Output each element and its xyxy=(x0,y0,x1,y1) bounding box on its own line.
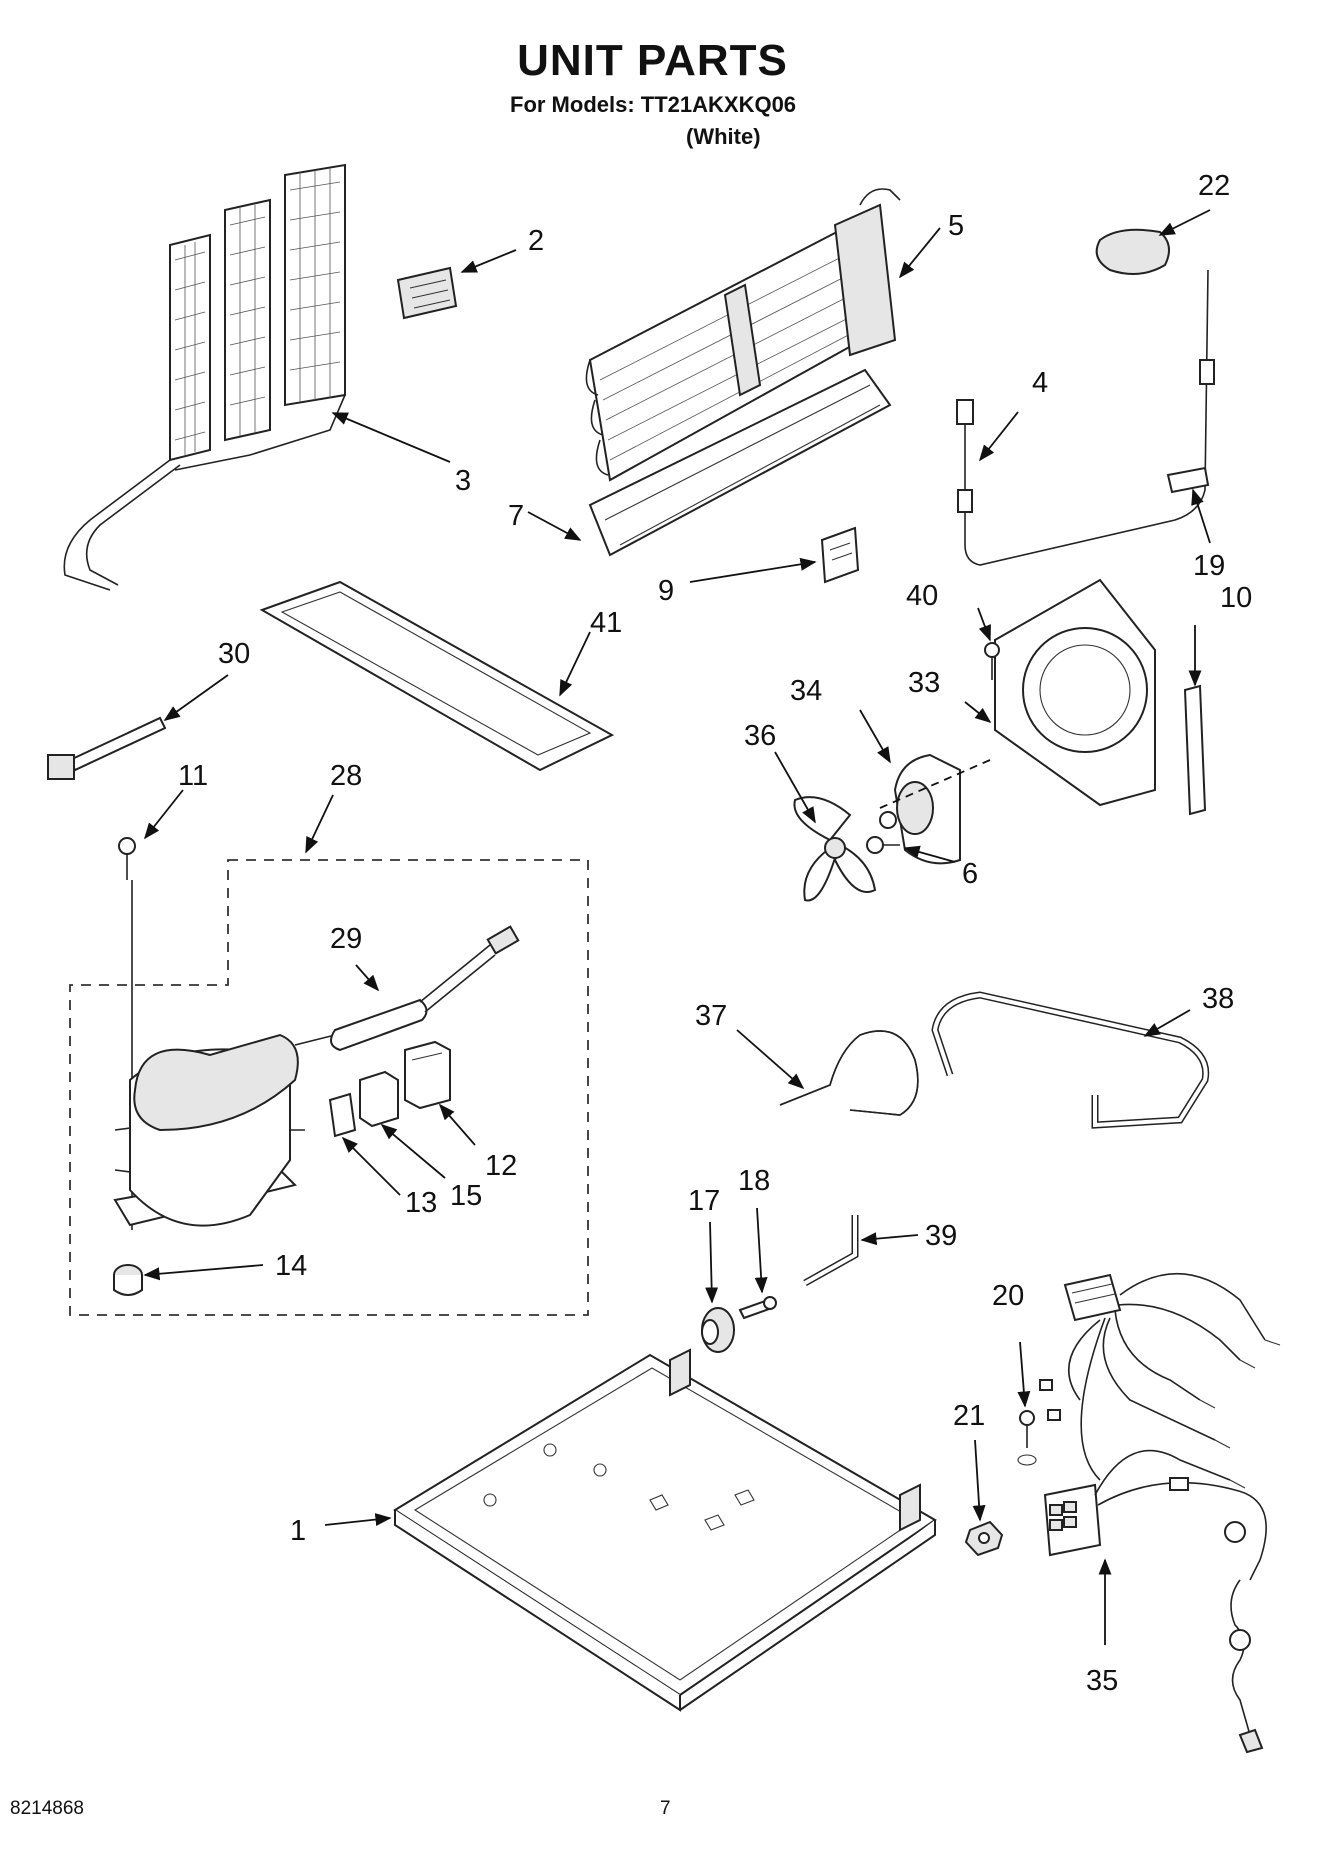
callout-9: 9 xyxy=(658,575,674,607)
drain-trough xyxy=(588,368,892,557)
document-number: 8214868 xyxy=(10,1798,84,1819)
defrost-thermostat-wire xyxy=(956,269,1215,566)
callout-2: 2 xyxy=(528,225,544,257)
compressor-kit-boundary xyxy=(69,859,589,1316)
tube-37 xyxy=(779,1030,919,1116)
callout-22: 22 xyxy=(1198,170,1230,202)
page-title: UNIT PARTS xyxy=(517,36,788,85)
callout-41: 41 xyxy=(590,607,622,639)
roller-17 xyxy=(701,1307,735,1353)
callout-5: 5 xyxy=(948,210,964,242)
clip-19 xyxy=(1166,466,1210,494)
compressor xyxy=(113,1033,305,1227)
fan-motor-34 xyxy=(879,753,961,865)
base-pan-1 xyxy=(393,1348,937,1712)
callout-12: 12 xyxy=(485,1150,517,1182)
callout-37: 37 xyxy=(695,1000,727,1032)
callout-13: 13 xyxy=(405,1187,437,1219)
wire-harness-35 xyxy=(1039,1272,1281,1754)
callout-38: 38 xyxy=(1202,983,1234,1015)
callout-4: 4 xyxy=(1032,367,1048,399)
callout-34: 34 xyxy=(790,675,822,707)
screw-6 xyxy=(866,836,900,854)
callout-7: 7 xyxy=(508,500,524,532)
evaporator-coil xyxy=(585,188,901,482)
condenser-coil xyxy=(63,163,346,591)
clip-9 xyxy=(820,526,860,584)
color-line: (White) xyxy=(686,124,761,149)
callout-36: 36 xyxy=(744,720,776,752)
tube-39 xyxy=(803,1215,859,1287)
callout-19: 19 xyxy=(1193,550,1225,582)
callout-3: 3 xyxy=(455,465,471,497)
strip-10 xyxy=(1183,684,1207,816)
callout-40: 40 xyxy=(906,580,938,612)
callout-29: 29 xyxy=(330,923,362,955)
screw-40 xyxy=(984,642,1000,680)
fan-shroud-33 xyxy=(994,578,1156,807)
grommet-14 xyxy=(113,1264,143,1296)
cable-tie-30 xyxy=(47,716,167,780)
callout-33: 33 xyxy=(908,667,940,699)
fan-blade-36 xyxy=(793,796,877,902)
callout-30: 30 xyxy=(218,638,250,670)
overload-relay-parts xyxy=(328,1040,451,1138)
callout-18: 18 xyxy=(738,1165,770,1197)
page-number: 7 xyxy=(660,1798,671,1819)
leader-lines xyxy=(143,209,1211,1645)
part-plate-2 xyxy=(396,266,458,320)
callout-39: 39 xyxy=(925,1220,957,1252)
screw-20 xyxy=(1017,1410,1037,1466)
callout-labels: 2 3 5 22 4 7 9 19 10 40 33 34 36 6 41 30… xyxy=(178,170,1252,1697)
drain-tray-41 xyxy=(259,580,615,772)
callout-20: 20 xyxy=(992,1280,1024,1312)
models-line: For Models: TT21AKXKQ06 xyxy=(510,92,797,117)
callout-10: 10 xyxy=(1220,582,1252,614)
callout-6: 6 xyxy=(962,858,978,890)
callout-35: 35 xyxy=(1086,1665,1118,1697)
callout-17: 17 xyxy=(688,1185,720,1217)
callout-14: 14 xyxy=(275,1250,307,1282)
drier-29 xyxy=(294,925,520,1052)
callout-21: 21 xyxy=(953,1400,985,1432)
pin-18 xyxy=(738,1296,777,1320)
callout-1: 1 xyxy=(290,1515,306,1547)
heater-cap-22 xyxy=(1095,228,1170,275)
nut-21 xyxy=(964,1520,1004,1557)
callout-11: 11 xyxy=(178,760,208,792)
tube-38 xyxy=(931,991,1210,1129)
callout-15: 15 xyxy=(450,1180,482,1212)
callout-28: 28 xyxy=(330,760,362,792)
